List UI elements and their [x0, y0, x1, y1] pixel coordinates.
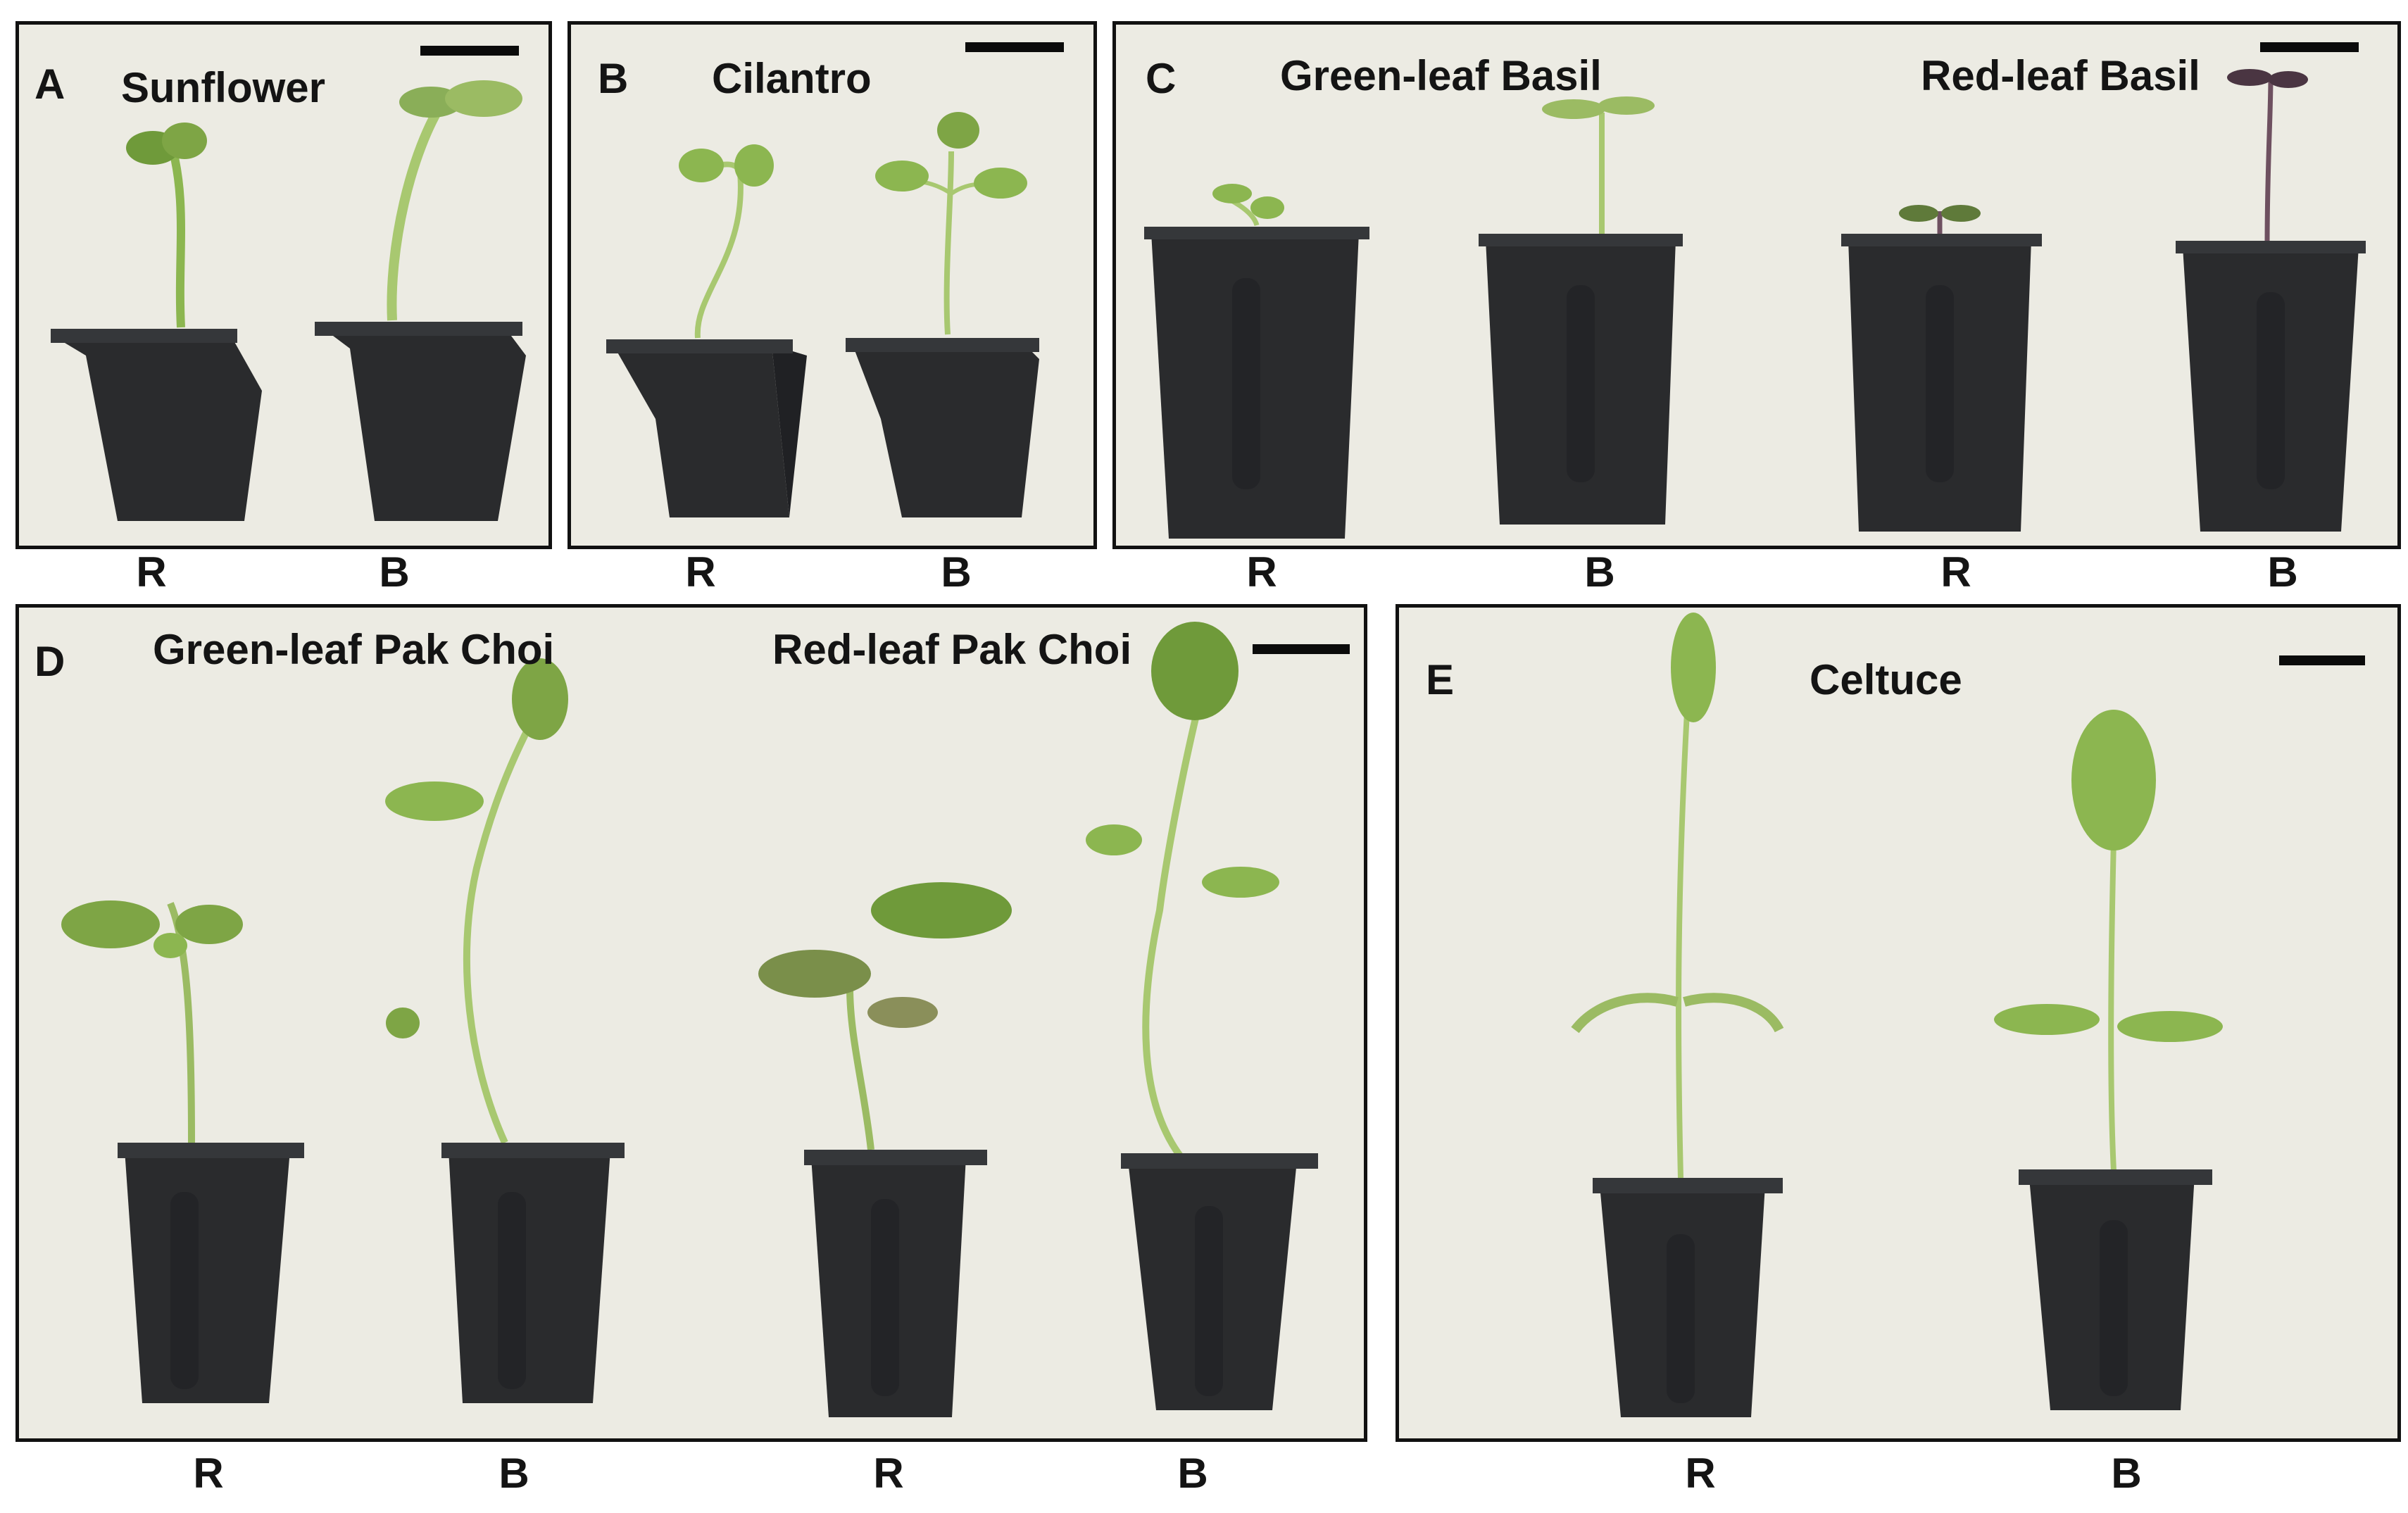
panel-c-title-red-basil: Red-leaf Basil — [1921, 52, 2200, 99]
panel-a-scale-bar — [420, 46, 519, 56]
treatment-label-b-r: R — [685, 548, 716, 596]
panel-d-title-red-pak-choi: Red-leaf Pak Choi — [772, 626, 1132, 673]
treatment-label-d-r1: R — [193, 1450, 224, 1497]
treatment-label-c-b2: B — [2267, 548, 2298, 596]
panel-a: A Sunflower — [15, 21, 552, 549]
panel-a-label: A — [35, 61, 65, 108]
panel-c: C Green-leaf Basil Red-leaf Basil — [1112, 21, 2401, 549]
panel-b-title: Cilantro — [712, 55, 872, 102]
treatment-label-e-r: R — [1685, 1450, 1716, 1497]
treatment-label-d-r2: R — [873, 1450, 904, 1497]
treatment-label-c-r2: R — [1940, 548, 1971, 596]
panel-e-photo — [1399, 608, 2397, 1438]
panel-e-scale-bar — [2279, 655, 2365, 665]
panel-c-scale-bar — [2260, 42, 2359, 52]
panel-c-label: C — [1146, 55, 1177, 102]
treatment-label-e-b: B — [2111, 1450, 2142, 1497]
treatment-label-a-r: R — [136, 548, 167, 596]
treatment-label-c-b1: B — [1584, 548, 1615, 596]
treatment-label-d-b1: B — [498, 1450, 529, 1497]
panel-b-scale-bar — [965, 42, 1064, 52]
panel-b: B Cilantro — [567, 21, 1097, 549]
treatment-label-d-b2: B — [1177, 1450, 1208, 1497]
panel-a-title: Sunflower — [121, 64, 326, 111]
panel-d: D Green-leaf Pak Choi Red-leaf Pak Choi — [15, 604, 1367, 1442]
panel-d-photo — [19, 608, 1364, 1438]
panel-c-photo — [1116, 25, 2397, 546]
treatment-label-b-b: B — [941, 548, 972, 596]
panel-e-label: E — [1426, 656, 1455, 703]
panel-b-photo — [571, 25, 1093, 546]
treatment-label-a-b: B — [379, 548, 410, 596]
panel-b-label: B — [598, 55, 629, 102]
panel-c-title-green-basil: Green-leaf Basil — [1280, 52, 1602, 99]
panel-a-photo — [19, 25, 548, 546]
panel-e-title: Celtuce — [1810, 656, 1962, 703]
panel-d-title-green-pak-choi: Green-leaf Pak Choi — [153, 626, 555, 673]
panel-d-scale-bar — [1253, 644, 1350, 654]
panel-d-label: D — [35, 638, 65, 685]
panel-e: E Celtuce — [1396, 604, 2401, 1442]
treatment-label-c-r1: R — [1246, 548, 1277, 596]
